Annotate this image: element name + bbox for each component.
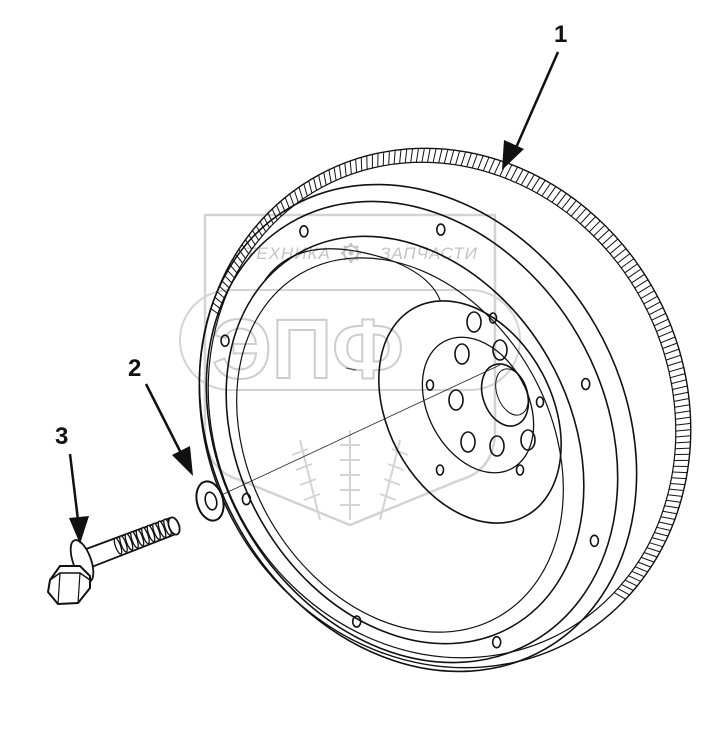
callout-3-label: 3 <box>55 423 68 450</box>
hub-bore <box>480 363 530 427</box>
ring-gear-root <box>207 161 677 659</box>
flywheel-friction-inner <box>236 257 564 633</box>
callout-1: 1 <box>502 21 567 170</box>
flywheel-outer-rim <box>198 183 638 673</box>
washer <box>195 480 225 522</box>
gear-icon <box>341 243 361 263</box>
ring-gear-teeth <box>210 148 691 600</box>
hub-bore-depth <box>495 368 529 416</box>
ring-gear-outer <box>198 147 692 669</box>
hub-outer <box>378 300 562 524</box>
rim-bolt-holes <box>220 223 600 649</box>
watermark-big-letters: ЭПФ <box>212 302 404 396</box>
bolt-threads <box>113 518 172 555</box>
callout-2: 2 <box>128 355 193 476</box>
hub-inner <box>421 336 535 474</box>
hub-bolt-holes <box>425 311 545 476</box>
flywheel <box>198 147 692 673</box>
callout-2-label: 2 <box>128 355 141 382</box>
callout-1-label: 1 <box>554 21 567 48</box>
watermark-wheat-icon <box>291 430 409 521</box>
assembly-centerline <box>214 364 501 499</box>
flange-bolt <box>46 516 181 606</box>
callout-3: 3 <box>55 423 89 544</box>
flywheel-recess <box>264 248 441 301</box>
watermark-text-right: ЗАПЧАСТИ <box>380 244 478 263</box>
watermark: ТЕХНИКА ЗАПЧАСТИ ЭПФ <box>179 213 521 527</box>
flywheel-face-rim <box>205 200 619 664</box>
